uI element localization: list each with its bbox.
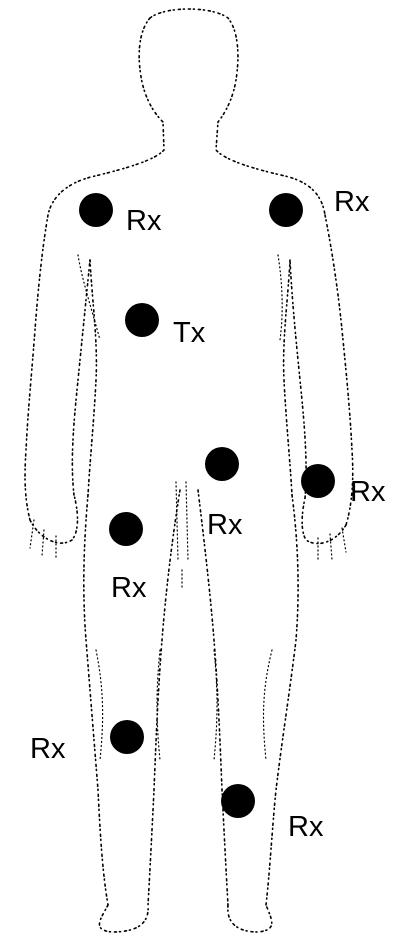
sensor-marker	[221, 784, 255, 818]
sensor-node-right-wrist: Rx	[301, 464, 386, 508]
sensor-marker	[205, 447, 239, 481]
sensor-label: Rx	[30, 733, 66, 765]
sensor-label: Rx	[111, 572, 147, 604]
sensor-node-right-shin: Rx	[221, 784, 324, 843]
right-arm-outline	[324, 214, 354, 526]
sensor-marker	[79, 193, 113, 227]
sensor-node-left-knee: Rx	[30, 720, 144, 765]
sensor-label: Rx	[126, 205, 162, 237]
torso-outline	[87, 259, 98, 496]
left-leg-outline	[83, 494, 109, 906]
sensor-label: Rx	[350, 476, 386, 508]
sensor-node-right-shoulder: Rx	[269, 186, 370, 227]
sensor-node-chest: Tx	[125, 303, 206, 349]
sensor-label: Rx	[334, 186, 370, 218]
sensor-label: Rx	[288, 811, 324, 843]
head-outline	[149, 8, 326, 216]
sensor-node-left-thigh: Rx	[109, 512, 147, 604]
sensor-marker	[125, 303, 159, 337]
right-leg-outline	[265, 494, 299, 906]
sensor-marker	[110, 720, 144, 754]
sensor-label: Rx	[207, 509, 243, 541]
sensor-node-left-shoulder: Rx	[79, 193, 162, 237]
sensor-marker	[301, 464, 335, 498]
sensor-marker	[269, 193, 303, 227]
human-body-outline	[24, 8, 354, 933]
sensor-marker	[109, 512, 143, 546]
sensor-label: Tx	[173, 317, 206, 349]
left-arm-outline	[24, 214, 49, 521]
sensor-node-waist: Rx	[205, 447, 243, 541]
